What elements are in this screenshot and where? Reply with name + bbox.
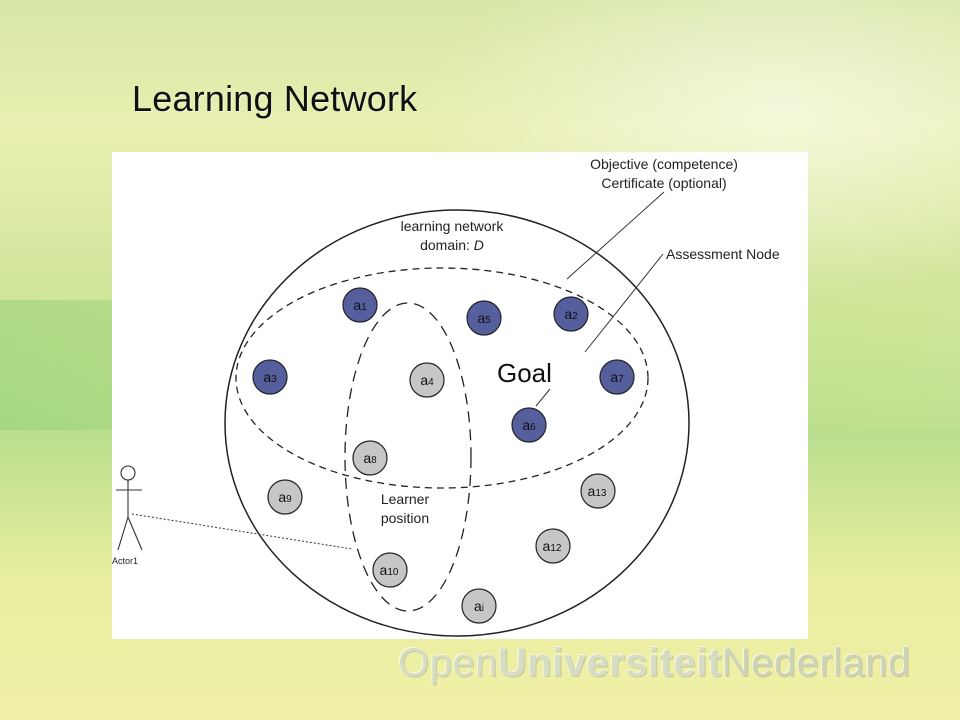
node-a10: a10 [372,552,408,588]
node-circle [599,359,635,395]
actor-figure [116,465,143,551]
actor-connector [131,513,353,550]
node-label-sub: i [482,603,484,614]
node-label-sub: 12 [550,543,562,554]
node-label: a12 [543,538,562,554]
node-a5: a5 [466,300,502,336]
node-label-base: a [477,310,485,326]
node-label: a7 [610,369,624,385]
assessment-label: Assessment Node [666,246,780,262]
learner-label-line2: position [381,510,429,526]
node-a12: a12 [535,528,571,564]
node-circle [535,528,571,564]
objective-pointer-line [566,191,665,280]
node-label: a6 [522,417,536,433]
node-a7: a7 [599,359,635,395]
node-a8: a8 [352,440,388,476]
goal-pointer-line [535,388,551,407]
node-circle [342,287,378,323]
node-label: a10 [380,562,399,578]
node-a13: a13 [580,473,616,509]
brand-part-nederland: Nederland [721,641,911,685]
node-label-sub: 13 [595,488,607,499]
domain-label-line2: domain: D [420,237,484,253]
node-label-base: a [380,562,388,578]
domain-circle [224,209,690,637]
brand-part-universiteit: Universiteit [497,641,722,685]
node-circle [461,588,497,624]
node-label: ai [474,598,484,614]
domain-label-variable: D [474,237,484,253]
node-label-base: a [474,598,482,614]
node-label-sub: 7 [618,374,624,385]
node-label-sub: 4 [428,377,434,388]
node-label: a4 [420,372,434,388]
node-label-base: a [564,306,572,322]
university-logo: OpenUniversiteitNederland [398,641,911,686]
node-label-base: a [610,369,618,385]
node-label-base: a [543,538,551,554]
node-a1: a1 [342,287,378,323]
node-label-base: a [278,489,286,505]
domain-label-line1: learning network [401,218,505,234]
node-label: a2 [564,306,578,322]
node-circle [580,473,616,509]
node-label: a1 [353,297,367,313]
node-ai: ai [461,588,497,624]
node-label-sub: 10 [387,567,399,578]
node-a4: a4 [409,362,445,398]
node-circle [267,479,303,515]
node-a3: a3 [252,359,288,395]
node-label: a8 [363,450,377,466]
node-circle [409,362,445,398]
node-label-sub: 5 [485,315,491,326]
learner-ellipse [344,302,472,612]
learning-network-diagram: Objective (competence) Certificate (opti… [112,152,808,639]
node-circle [466,300,502,336]
node-label-base: a [420,372,428,388]
node-circle [372,552,408,588]
actor-label: Actor1 [112,556,138,566]
node-a2: a2 [553,296,589,332]
brand-part-open: Open [398,641,498,685]
node-label-sub: 3 [271,374,277,385]
node-label-sub: 1 [361,302,367,313]
diagram-svg: Objective (competence) Certificate (opti… [112,156,780,637]
node-label-sub: 8 [371,455,377,466]
node-label-sub: 2 [572,311,578,322]
node-label: a5 [477,310,491,326]
node-label: a9 [278,489,292,505]
domain-label-prefix: domain: [420,237,474,253]
assessment-pointer-line [584,253,664,353]
node-label-base: a [363,450,371,466]
learner-label-line1: Learner [381,491,430,507]
node-label: a3 [263,369,277,385]
node-label-base: a [353,297,361,313]
node-label-sub: 9 [286,494,292,505]
objective-label-line1: Objective (competence) [590,156,738,172]
node-label-sub: 6 [530,422,536,433]
node-label-base: a [522,417,530,433]
node-label-base: a [263,369,271,385]
node-label-base: a [588,483,596,499]
node-a9: a9 [267,479,303,515]
node-a6: a6 [511,407,547,443]
node-circle [553,296,589,332]
node-circle [352,440,388,476]
node-circle [511,407,547,443]
node-circle [252,359,288,395]
objective-label-line2: Certificate (optional) [601,175,726,191]
objective-ellipse [235,267,649,489]
goal-label: Goal [497,358,552,388]
node-label: a13 [588,483,607,499]
slide-title: Learning Network [132,78,418,119]
